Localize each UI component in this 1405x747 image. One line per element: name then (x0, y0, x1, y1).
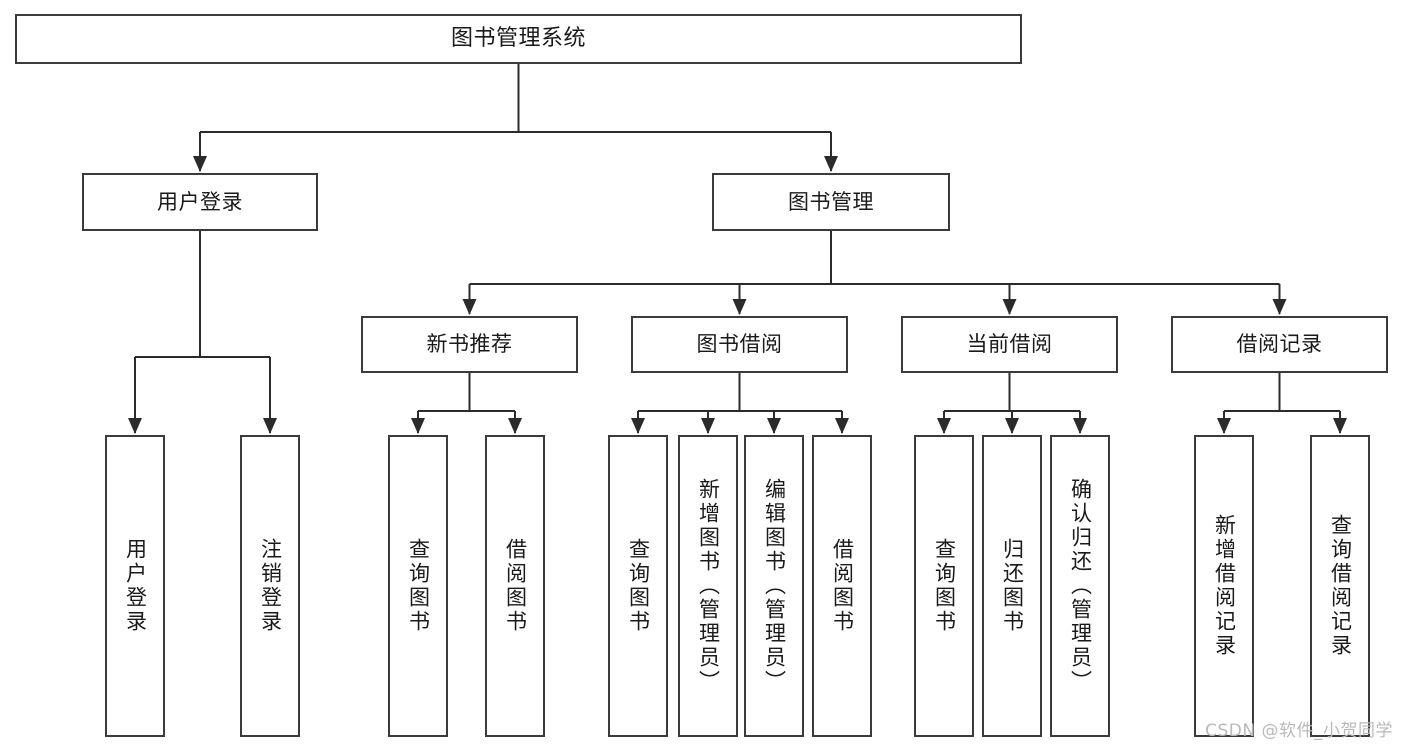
node-root[interactable]: 图书管理系统 (15, 14, 1022, 64)
node-label-borrow-d: 借阅图书 (830, 538, 855, 634)
node-label-current-b: 归还图书 (1000, 538, 1025, 634)
node-login-b[interactable]: 注销登录 (240, 435, 300, 737)
node-label-borrow-b: 新增图书（管理员） (696, 478, 721, 694)
node-label-records-a: 新增借阅记录 (1212, 514, 1237, 658)
node-current-a[interactable]: 查询图书 (914, 435, 974, 737)
node-label-login: 用户登录 (157, 189, 243, 214)
node-label-login-a: 用户登录 (123, 538, 148, 634)
node-label-newbook-a: 查询图书 (406, 538, 431, 634)
node-label-current-a: 查询图书 (932, 538, 957, 634)
node-label-newbook: 新书推荐 (426, 332, 513, 357)
node-borrow-a[interactable]: 查询图书 (608, 435, 668, 737)
node-current-c[interactable]: 确认归还（管理员） (1050, 435, 1110, 737)
node-label-borrow: 图书借阅 (696, 332, 783, 357)
node-label-newbook-b: 借阅图书 (503, 538, 528, 634)
node-current[interactable]: 当前借阅 (901, 316, 1118, 373)
node-records[interactable]: 借阅记录 (1171, 316, 1388, 373)
node-label-borrow-a: 查询图书 (626, 538, 651, 634)
node-current-b[interactable]: 归还图书 (982, 435, 1042, 737)
node-newbook[interactable]: 新书推荐 (361, 316, 578, 373)
node-newbook-b[interactable]: 借阅图书 (485, 435, 545, 737)
node-borrow[interactable]: 图书借阅 (631, 316, 848, 373)
node-label-records-b: 查询借阅记录 (1328, 514, 1353, 658)
node-borrow-d[interactable]: 借阅图书 (812, 435, 872, 737)
node-label-bookmgmt: 图书管理 (788, 189, 874, 214)
node-login[interactable]: 用户登录 (82, 173, 318, 231)
node-label-current-c: 确认归还（管理员） (1068, 478, 1093, 694)
node-label-login-b: 注销登录 (258, 538, 283, 634)
node-borrow-b[interactable]: 新增图书（管理员） (678, 435, 738, 737)
node-bookmgmt[interactable]: 图书管理 (712, 173, 950, 231)
node-label-current: 当前借阅 (966, 332, 1053, 357)
node-label-records: 借阅记录 (1236, 332, 1323, 357)
node-label-root: 图书管理系统 (450, 26, 586, 52)
node-records-a[interactable]: 新增借阅记录 (1194, 435, 1254, 737)
node-login-a[interactable]: 用户登录 (105, 435, 165, 737)
node-newbook-a[interactable]: 查询图书 (388, 435, 448, 737)
node-records-b[interactable]: 查询借阅记录 (1310, 435, 1370, 737)
node-borrow-c[interactable]: 编辑图书（管理员） (744, 435, 804, 737)
node-label-borrow-c: 编辑图书（管理员） (762, 478, 787, 694)
